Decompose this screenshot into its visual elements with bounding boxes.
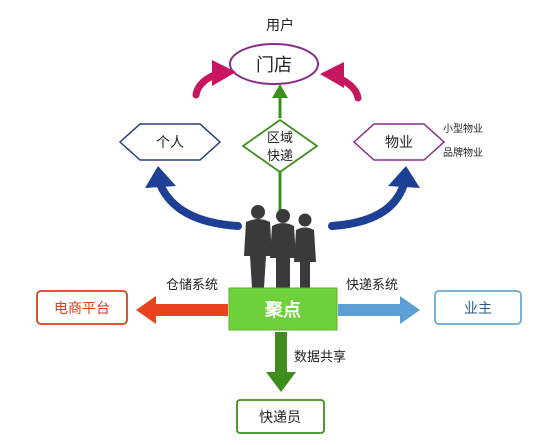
courier-box xyxy=(236,399,325,434)
ecommerce-label: 电商平台 xyxy=(54,301,110,317)
courier-label: 快递员 xyxy=(259,410,301,426)
people-silhouette-icon xyxy=(244,205,316,288)
green-arrow-up xyxy=(272,84,288,118)
property-label: 物业 xyxy=(385,135,413,151)
blue-arrow-right xyxy=(328,166,420,230)
property-hexagon xyxy=(352,123,446,161)
express-system-label: 快递系统 xyxy=(346,278,398,293)
blue-arrow-left xyxy=(145,166,242,230)
store-ellipse xyxy=(229,43,319,85)
store-node: 门店 xyxy=(229,43,319,85)
regional-diamond xyxy=(241,118,319,174)
courier-node: 快递员 xyxy=(236,399,325,434)
magenta-arrow-left xyxy=(192,60,236,99)
hub-label: 聚点 xyxy=(264,299,301,321)
top-user-label: 用户 xyxy=(266,17,294,34)
owner-box xyxy=(434,290,522,325)
personal-label: 个人 xyxy=(156,135,184,151)
property-note-small: 小型物业 xyxy=(443,122,483,135)
data-sharing-arrow xyxy=(266,332,296,392)
store-label: 门店 xyxy=(256,55,292,76)
owner-node: 业主 xyxy=(434,290,522,325)
owner-label: 业主 xyxy=(464,301,492,317)
property-node: 物业 xyxy=(352,123,446,161)
data-sharing-label: 数据共享 xyxy=(294,349,346,365)
magenta-arrow-right xyxy=(320,62,362,102)
ecommerce-box xyxy=(36,290,128,325)
regional-node: 区域 快递 xyxy=(241,118,319,174)
hub-node: 聚点 xyxy=(228,287,338,331)
warehouse-label: 仓储系统 xyxy=(166,278,218,293)
express-arrow xyxy=(338,296,420,324)
hub-box xyxy=(228,287,338,331)
regional-label-line1: 区域 xyxy=(267,131,293,146)
ecommerce-node: 电商平台 xyxy=(36,290,128,325)
regional-label-line2: 快递 xyxy=(267,149,293,164)
personal-hexagon xyxy=(118,123,222,161)
warehouse-arrow xyxy=(136,296,228,324)
property-note-brand: 品牌物业 xyxy=(443,146,483,159)
personal-node: 个人 xyxy=(118,123,222,161)
